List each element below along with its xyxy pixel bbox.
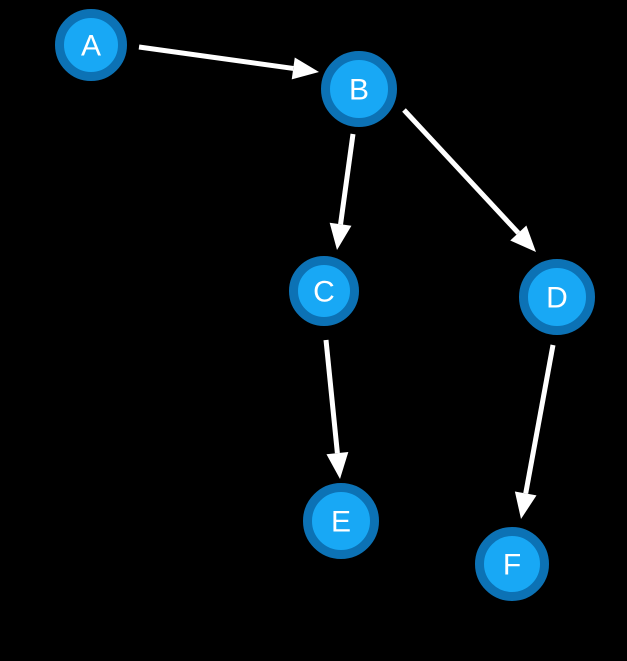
node-circle[interactable] — [475, 527, 549, 601]
node-label: F — [503, 549, 521, 582]
edge-shaft — [402, 108, 521, 235]
graph-edge-a-b — [138, 44, 319, 80]
node-circle[interactable] — [55, 9, 127, 81]
edge-shaft — [138, 44, 294, 71]
graph-node-f[interactable]: F — [475, 527, 549, 601]
node-circle[interactable] — [289, 256, 359, 326]
node-label: D — [546, 282, 568, 315]
graph-edge-b-c — [329, 133, 356, 250]
edge-shaft — [523, 344, 556, 494]
edge-arrowhead-icon — [329, 222, 352, 250]
graph-edge-b-d — [402, 108, 536, 252]
graph-node-c[interactable]: C — [289, 256, 359, 326]
node-circle[interactable] — [321, 51, 397, 127]
node-label: E — [331, 506, 351, 539]
graph-node-a[interactable]: A — [55, 9, 127, 81]
graph-edge-d-f — [514, 344, 556, 519]
edges-layer — [138, 44, 556, 519]
edge-arrowhead-icon — [510, 225, 536, 252]
graph-edge-c-e — [323, 339, 349, 479]
graph-node-d[interactable]: D — [519, 259, 595, 335]
edge-arrowhead-icon — [326, 452, 349, 479]
graph-node-b[interactable]: B — [321, 51, 397, 127]
node-circle[interactable] — [519, 259, 595, 335]
nodes-layer: A B C D E F — [55, 9, 595, 601]
edge-shaft — [323, 339, 340, 454]
node-label: A — [81, 30, 101, 63]
edge-shaft — [338, 133, 356, 225]
graph-node-e[interactable]: E — [303, 483, 379, 559]
edge-arrowhead-icon — [291, 57, 319, 80]
node-label: B — [349, 74, 369, 107]
node-label: C — [313, 276, 335, 309]
edge-arrowhead-icon — [514, 491, 537, 519]
node-circle[interactable] — [303, 483, 379, 559]
